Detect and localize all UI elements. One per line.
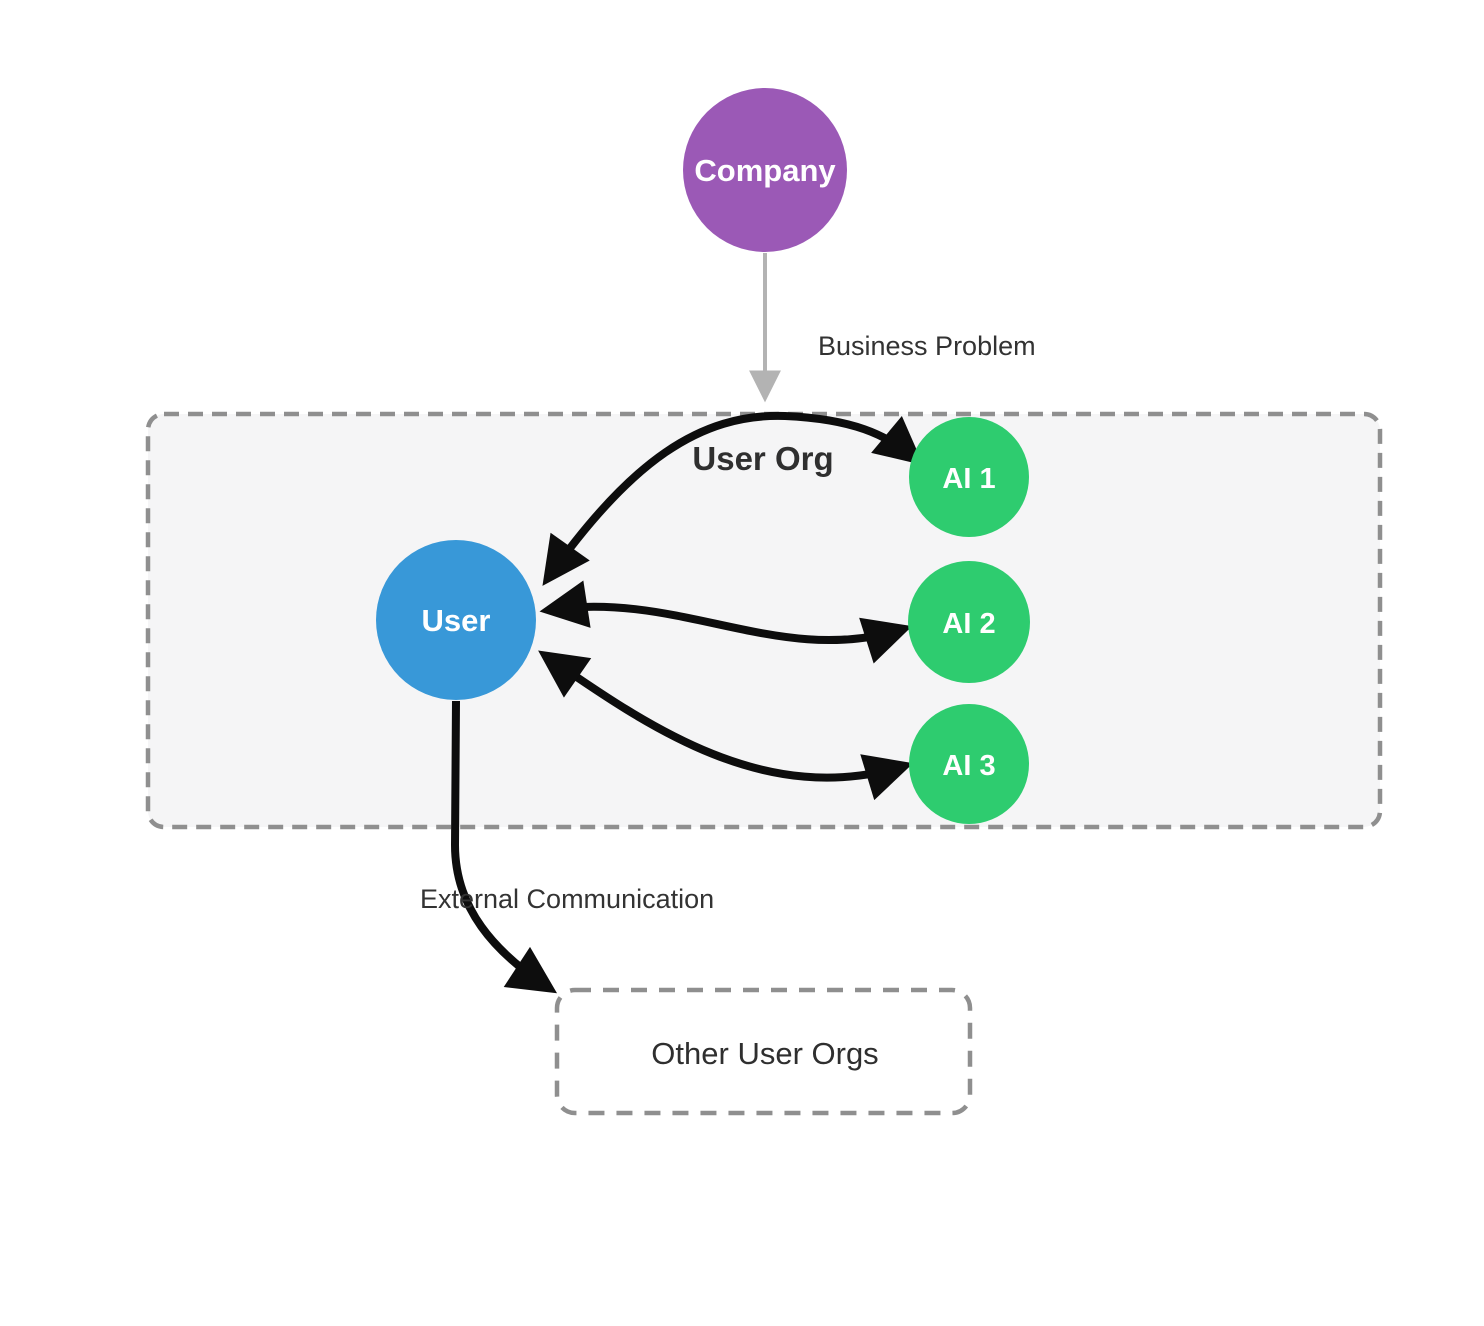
ai3-label-circle [909,704,1029,824]
node-ai1: AI 1 [909,417,1029,537]
edge-user-to-other-orgs [450,700,558,994]
business-problem-label: Business Problem [818,331,1036,361]
node-company: Company [683,88,847,252]
other-user-orgs-label: Other User Orgs [651,1036,878,1071]
other-user-orgs-container [554,987,973,1116]
edge-user-ai3 [538,650,914,801]
user-label: User [422,603,491,638]
ai3-label: AI 3 [942,750,995,782]
node-ai2: AI 2 [908,561,1030,683]
ai2-label: AI 2 [942,608,995,640]
company-label: Company [694,153,836,188]
node-user: User [376,540,536,700]
node-ai3: AI 3 [909,704,1029,824]
company-circle [683,88,847,252]
ai1-label: AI 1 [942,463,995,495]
edge-user-ai2 [539,580,913,664]
external-communication-label: External Communication [420,884,714,914]
edge-user-ai1 [542,411,924,586]
user-org-label: User Org [692,440,833,477]
ai1-circle [909,417,1029,537]
user-circle [376,540,536,700]
ai2-circle [908,561,1030,683]
